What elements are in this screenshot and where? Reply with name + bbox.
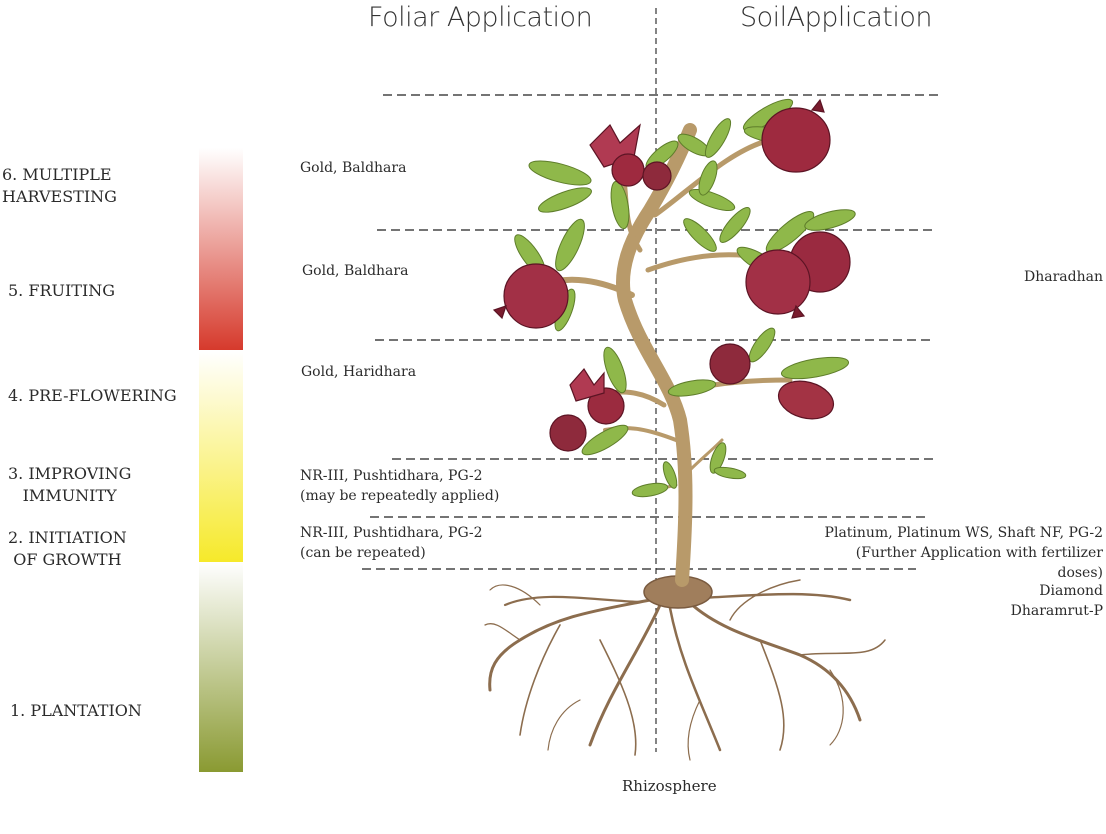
stage-fruiting: 5. FRUITING	[8, 281, 116, 300]
soil-application-header: SoilApplication	[740, 2, 933, 33]
foliar-note-fruiting: Gold, Baldhara	[302, 263, 409, 279]
stage-dividers	[362, 94, 943, 570]
leaves	[514, 98, 856, 498]
plantation-bar	[199, 562, 243, 772]
stage-plantation: 1. PLANTATION	[10, 701, 142, 720]
pomegranates	[492, 98, 851, 452]
roots	[484, 579, 886, 761]
foliar-note-immunity: NR-III, Pushtidhara, PG-2 (may be repeat…	[300, 468, 500, 504]
stage-pre-flowering: 4. PRE-FLOWERING	[8, 386, 177, 405]
growth-stage-bar	[199, 352, 243, 562]
rhizosphere-label: Rhizosphere	[622, 777, 717, 795]
soil-note-initiation: Platinum, Platinum WS, Shaft NF, PG-2 (F…	[824, 525, 1103, 581]
stage-multiple-harvesting: 6. MULTIPLE HARVESTING	[2, 165, 117, 206]
foliar-note-pre-flowering: Gold, Haridhara	[301, 364, 417, 380]
foliar-application-header: Foliar Application	[368, 2, 593, 33]
soil-note-dharadhan: Dharadhan	[1024, 269, 1103, 285]
harvest-fruiting-bar	[199, 148, 243, 350]
soil-note-plantation: Diamond Dharamrut-P	[1010, 583, 1103, 619]
foliar-note-harvesting: Gold, Baldhara	[300, 160, 407, 176]
foliar-note-initiation: NR-III, Pushtidhara, PG-2 (can be repeat…	[300, 525, 483, 561]
stage-improving-immunity: 3. IMPROVING IMMUNITY	[8, 464, 132, 505]
stage-initiation-of-growth: 2. INITIATION OF GROWTH	[8, 528, 127, 569]
